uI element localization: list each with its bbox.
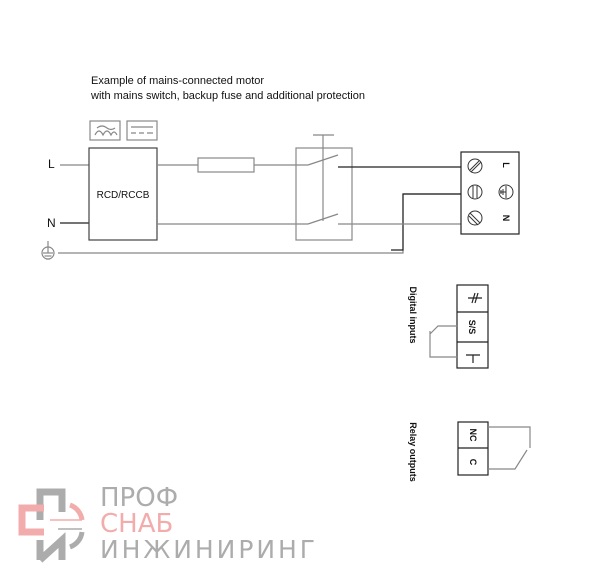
title-line-1: Example of mains-connected motor (91, 75, 264, 87)
earth-icon (41, 241, 55, 260)
c-label: C (468, 459, 478, 466)
rcd-box (88, 147, 158, 241)
terminal-earth-icon (498, 184, 514, 200)
ss-label: S/S (467, 320, 477, 335)
svg-text:ПРОФ: ПРОФ (100, 483, 178, 513)
rcd-label: RCD/RCCB (97, 190, 150, 201)
ac-icon (89, 120, 121, 141)
relay-outputs-label: Relay outputs (408, 422, 418, 482)
wire-earth-to-terminal (391, 193, 461, 251)
terminal-L-label: L (501, 162, 511, 168)
label-N: N (47, 216, 56, 230)
backup-fuse (197, 157, 255, 173)
profsnab-logo: ПРОФ СНАБ ИНЖИНИРИНГ (18, 483, 315, 564)
relay-outputs-terminal: NC C (457, 421, 531, 476)
digital-inputs-terminal: S/S (429, 284, 489, 369)
title-line-2: with mains switch, backup fuse and addit… (90, 90, 365, 102)
digital-inputs-label: Digital inputs (408, 287, 418, 344)
nc-label: NC (468, 429, 478, 442)
mains-switch (295, 134, 461, 241)
mains-terminal-block: L N (460, 151, 520, 235)
svg-text:СНАБ: СНАБ (100, 509, 173, 539)
label-L: L (48, 157, 55, 171)
terminal-N-label: N (501, 215, 511, 222)
dc-icon (126, 120, 158, 141)
svg-text:ИНЖИНИРИНГ: ИНЖИНИРИНГ (100, 535, 315, 564)
